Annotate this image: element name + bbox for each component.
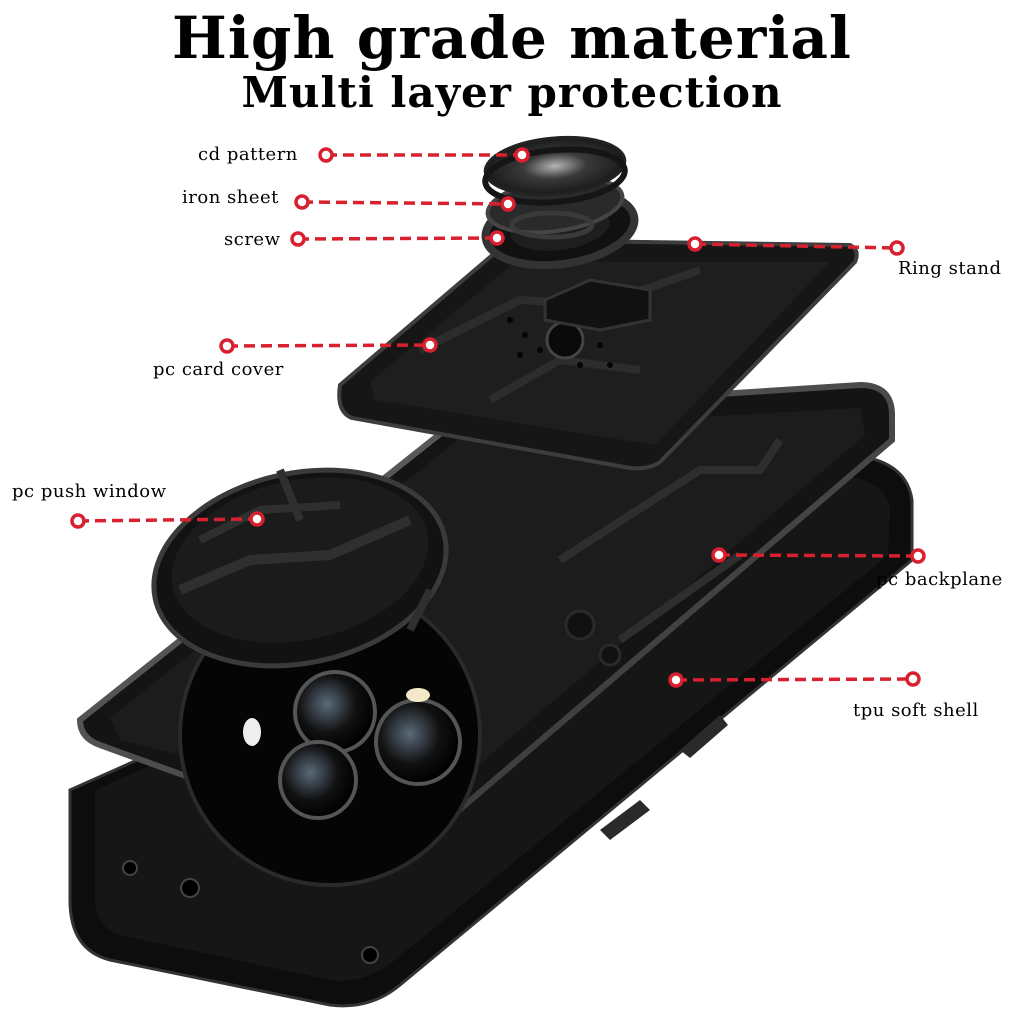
screw bbox=[509, 210, 595, 240]
label-pc-push-window: pc push window bbox=[12, 481, 167, 502]
callout-dots bbox=[70, 147, 926, 688]
label-screw: screw bbox=[224, 229, 281, 250]
pc-backplane bbox=[76, 381, 895, 887]
label-pc-card-cover: pc card cover bbox=[153, 359, 284, 380]
label-ring-stand: Ring stand bbox=[898, 258, 1002, 279]
callout-lines bbox=[77, 153, 919, 682]
label-cd-pattern: cd pattern bbox=[198, 144, 298, 165]
pc-card-cover bbox=[337, 237, 859, 471]
page-title: High grade material bbox=[172, 4, 852, 72]
label-tpu-soft-shell: tpu soft shell bbox=[853, 700, 979, 721]
page-subtitle: Multi layer protection bbox=[241, 68, 783, 117]
label-pc-backplane: pc backplane bbox=[876, 569, 1003, 590]
label-iron-sheet: iron sheet bbox=[182, 187, 279, 208]
